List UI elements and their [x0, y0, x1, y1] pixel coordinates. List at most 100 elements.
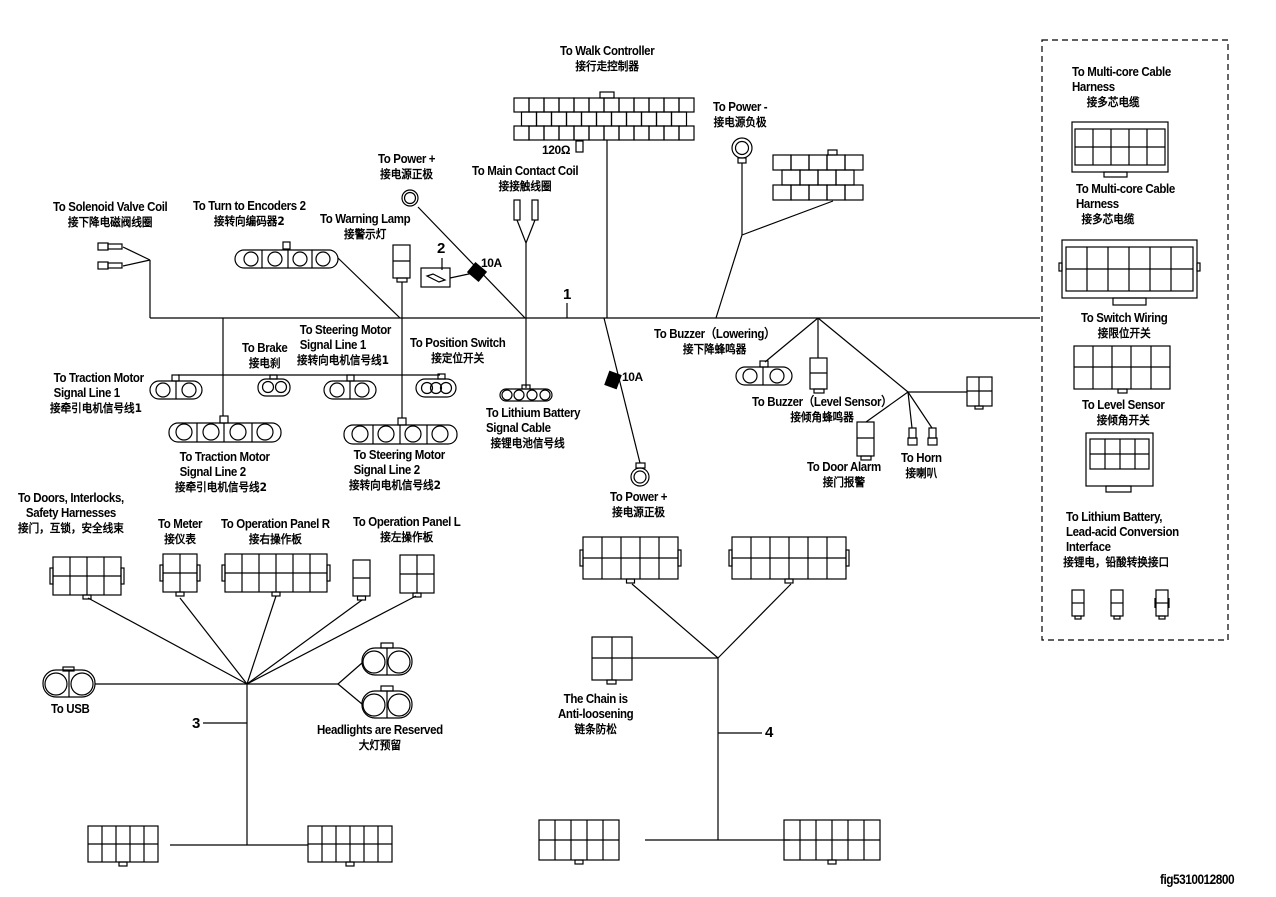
connector-cell	[573, 125, 590, 141]
panel-harness-3	[87, 595, 417, 846]
legend-lithium-label: To Lithium Battery, Lead-acid Conversion…	[1063, 510, 1179, 569]
connector-cell	[678, 97, 695, 113]
connector-latch	[574, 859, 584, 865]
harness-number-1: 1	[563, 286, 572, 303]
main-harness-1	[122, 140, 1040, 464]
panel-l-small-connector	[352, 559, 371, 601]
meter-label: To Meter 接仪表	[158, 517, 203, 546]
encoder-connector	[234, 241, 339, 269]
harness-number-4: 4	[765, 724, 774, 741]
four-pin-connector	[966, 376, 993, 410]
legend-lithium-connectors	[1071, 589, 1170, 620]
brake-label: To Brake 接电刹	[242, 341, 288, 370]
power-pos-mid-label: To Power + 接电源正极	[610, 490, 668, 519]
power-neg-ring	[731, 137, 753, 164]
usb-label: To USB	[51, 702, 90, 716]
relay-number-2: 2	[437, 240, 446, 257]
steering-1-connector	[323, 374, 377, 400]
fuse-top-rating: 10A	[481, 256, 502, 270]
traction-1-connector	[149, 374, 203, 400]
connector-cell	[808, 184, 828, 201]
connector-cell	[543, 125, 560, 141]
connector-cell	[835, 169, 855, 186]
connector-cell	[558, 125, 575, 141]
panel-l-label: To Operation Panel L 接左操作板	[353, 515, 461, 544]
panel-r-connector	[221, 553, 331, 597]
usb-connector	[42, 666, 96, 698]
buzzer-level-connector	[809, 357, 828, 394]
legend-switch-wiring-label: To Switch Wiring 接限位开关	[1081, 311, 1168, 340]
headlight-connector-1	[361, 642, 413, 676]
legend-multicore-1	[1071, 121, 1169, 178]
main-contact-coil-label: To Main Contact Coil 接接触线圈	[472, 164, 579, 193]
position-switch-connector	[415, 373, 457, 398]
connector-cell	[543, 97, 560, 113]
horn-connectors	[907, 427, 938, 446]
bottom-connector-1	[87, 825, 159, 867]
controller-left-connector	[579, 536, 682, 584]
power-pos-ring-mid	[630, 462, 650, 487]
headlights-label: Headlights are Reserved 大灯预留	[317, 723, 443, 752]
resistor-value: 120Ω	[542, 143, 571, 157]
warning-lamp-label: To Warning Lamp 接警示灯	[320, 212, 411, 241]
connector-cell	[817, 169, 837, 186]
connector-cell	[513, 125, 530, 141]
traction-2-label: To Traction Motor Signal Line 2 接牵引电机信号线…	[175, 450, 270, 494]
buzzer-level-label: To Buzzer（Level Sensor） 接倾角蜂鸣器	[752, 395, 893, 424]
fuse-10a-mid	[604, 370, 622, 390]
connector-cell	[633, 125, 650, 141]
connector-cell	[595, 111, 613, 127]
connector-cell	[826, 184, 846, 201]
horn-label: To Horn 接喇叭	[901, 451, 942, 480]
encoder-branch	[337, 257, 401, 319]
connector-cell	[670, 111, 688, 127]
connector-cell	[588, 125, 605, 141]
connector-latch	[784, 578, 794, 584]
solenoid-connectors	[97, 242, 123, 270]
connector-latch	[271, 591, 281, 597]
resistor-120	[575, 140, 584, 153]
warning-lamp-connector	[392, 244, 411, 283]
bottom-connector-2	[307, 825, 393, 867]
bottom-connector-3	[538, 819, 620, 865]
connector-cell	[663, 97, 680, 113]
door-alarm-connector	[856, 421, 875, 461]
connector-latch	[625, 578, 636, 584]
steering-2-label: To Steering Motor Signal Line 2 接转向电机信号线…	[349, 448, 445, 492]
controller-harness-4	[631, 583, 792, 841]
power-neg-label: To Power - 接电源负极	[713, 100, 768, 129]
connector-cell	[663, 125, 680, 141]
bottom-connector-4	[783, 819, 881, 865]
power-neg-block-connector	[772, 154, 864, 201]
connector-cell	[528, 97, 545, 113]
fuse-10a-top	[466, 262, 488, 282]
legend-level-sensor	[1085, 432, 1154, 493]
power-pos-top-label: To Power + 接电源正极	[378, 152, 436, 181]
connector-cell	[618, 97, 635, 113]
connector-cell	[580, 111, 598, 127]
position-switch-label: To Position Switch 接定位开关	[410, 336, 506, 365]
steering-2-connector	[343, 417, 458, 445]
traction-2-connector	[168, 415, 282, 443]
panel-r-label: To Operation Panel R 接右操作板	[221, 517, 330, 546]
legend-multicore-1-label: To Multi-core Cable Harness 接多芯电缆	[1072, 65, 1171, 109]
power-pos-top-wire	[417, 206, 526, 319]
connector-cell	[625, 111, 643, 127]
lithium-signal-label: To Lithium Battery Signal Cable 接锂电池信号线	[486, 406, 581, 450]
grid-connectors	[49, 97, 881, 867]
harness-number-3: 3	[192, 715, 201, 732]
lithium-signal-connector	[499, 384, 553, 402]
connector-latch	[82, 594, 92, 600]
legend-box-border	[1041, 39, 1229, 641]
connector-cell	[844, 154, 864, 171]
panel-l-connector	[399, 554, 435, 598]
brake-connector	[257, 374, 291, 397]
doors-label: To Doors, Interlocks, Safety Harnesses 接…	[18, 491, 124, 535]
main-contact-connectors	[513, 199, 539, 221]
connector-cell	[826, 154, 846, 171]
meter-connector	[159, 553, 201, 597]
chain-connector	[591, 636, 633, 685]
connector-latch	[175, 591, 185, 597]
connector-cell	[513, 97, 530, 113]
